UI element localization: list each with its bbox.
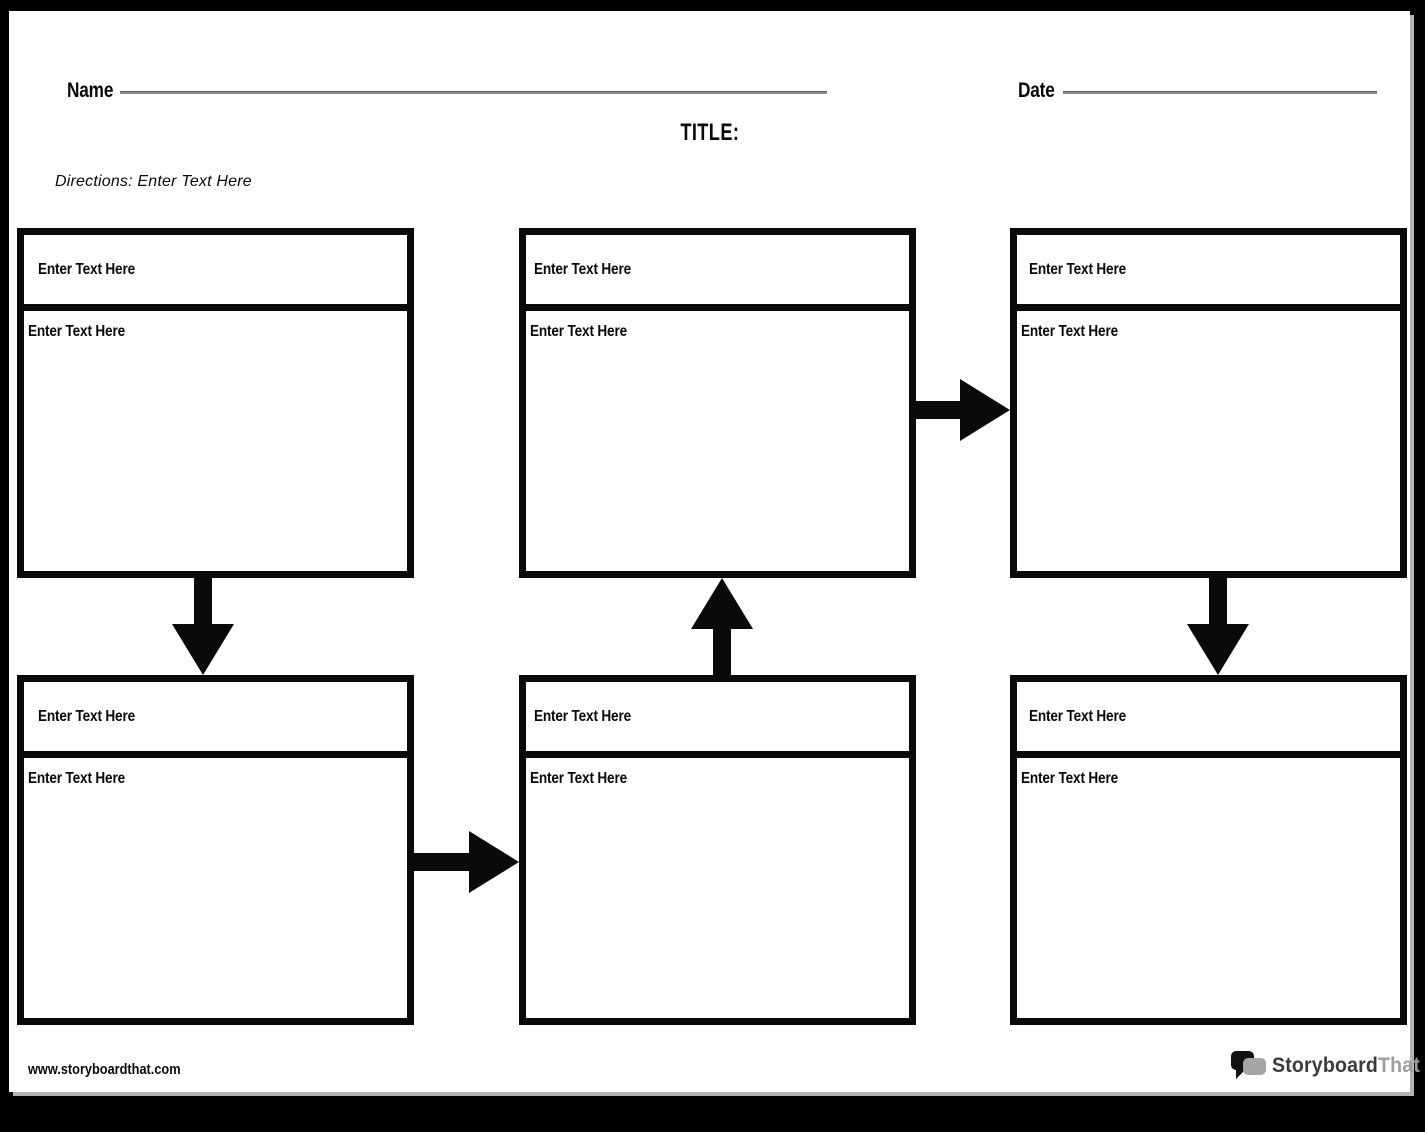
flow-box-6-title-cell[interactable]: Enter Text Here <box>1017 682 1400 758</box>
flow-box-6-body-cell[interactable]: Enter Text Here <box>1017 758 1400 788</box>
flow-box-1: Enter Text Here Enter Text Here <box>17 228 414 578</box>
flow-box-2: Enter Text Here Enter Text Here <box>519 228 916 578</box>
arrow-down-icon <box>1187 578 1249 675</box>
box-body-text: Enter Text Here <box>28 770 125 787</box>
title-row: TITLE: <box>9 119 1410 147</box>
box-body-text: Enter Text Here <box>28 323 125 340</box>
flow-box-4: Enter Text Here Enter Text Here <box>17 675 414 1025</box>
arrow-right-icon <box>414 831 519 893</box>
website-url: www.storyboardthat.com <box>28 1061 207 1078</box>
flow-box-4-title-cell[interactable]: Enter Text Here <box>24 682 407 758</box>
box-title-text: Enter Text Here <box>534 260 631 278</box>
logo-wordmark: StoryboardThat <box>1272 1054 1420 1078</box>
box-title-text: Enter Text Here <box>38 260 135 278</box>
box-title-text: Enter Text Here <box>1029 260 1126 278</box>
flow-box-5-body-cell[interactable]: Enter Text Here <box>526 758 909 788</box>
box-title-text: Enter Text Here <box>38 707 135 725</box>
flow-box-1-body-cell[interactable]: Enter Text Here <box>24 311 407 341</box>
flow-box-3-body-cell[interactable]: Enter Text Here <box>1017 311 1400 341</box>
box-title-text: Enter Text Here <box>534 707 631 725</box>
name-label: Name <box>67 79 123 103</box>
flow-box-6: Enter Text Here Enter Text Here <box>1010 675 1407 1025</box>
directions-text[interactable]: Directions: Enter Text Here <box>55 173 252 190</box>
logo-text-secondary: That <box>1378 1054 1421 1077</box>
arrow-right-icon <box>916 379 1010 441</box>
date-label-text: Date <box>1018 79 1055 102</box>
name-label-text: Name <box>67 79 114 102</box>
box-body-text: Enter Text Here <box>1021 770 1118 787</box>
box-body-text: Enter Text Here <box>1021 323 1118 340</box>
arrow-up-icon <box>691 578 753 675</box>
date-label: Date <box>1018 79 1063 103</box>
flow-box-3-title-cell[interactable]: Enter Text Here <box>1017 235 1400 311</box>
flow-box-5-title-cell[interactable]: Enter Text Here <box>526 682 909 758</box>
flow-box-5: Enter Text Here Enter Text Here <box>519 675 916 1025</box>
box-body-text: Enter Text Here <box>530 770 627 787</box>
flow-box-3: Enter Text Here Enter Text Here <box>1010 228 1407 578</box>
page-title: TITLE: <box>679 119 740 146</box>
flow-box-2-title-cell[interactable]: Enter Text Here <box>526 235 909 311</box>
worksheet-page: Name Date TITLE: Directions: Enter Text … <box>9 11 1420 1092</box>
arrow-down-icon <box>172 578 234 675</box>
name-input-line[interactable] <box>120 91 827 94</box>
date-input-line[interactable] <box>1063 91 1377 94</box>
logo-text-primary: Storyboard <box>1272 1054 1379 1077</box>
website-url-text: www.storyboardthat.com <box>28 1061 181 1078</box>
speech-bubbles-icon <box>1231 1051 1266 1079</box>
storyboardthat-logo: StoryboardThat <box>1231 1049 1425 1083</box>
flow-box-2-body-cell[interactable]: Enter Text Here <box>526 311 909 341</box>
box-title-text: Enter Text Here <box>1029 707 1126 725</box>
flow-box-1-title-cell[interactable]: Enter Text Here <box>24 235 407 311</box>
flow-box-4-body-cell[interactable]: Enter Text Here <box>24 758 407 788</box>
box-body-text: Enter Text Here <box>530 323 627 340</box>
